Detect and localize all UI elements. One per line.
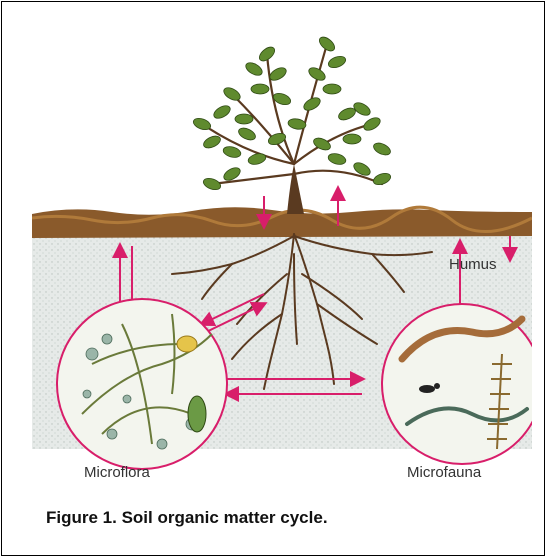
microfauna-circle bbox=[382, 304, 532, 464]
figure-caption: Figure 1. Soil organic matter cycle. bbox=[46, 508, 328, 528]
microflora-circle bbox=[57, 299, 227, 469]
soil-cycle-diagram bbox=[32, 14, 532, 479]
foliage bbox=[192, 34, 392, 191]
microflora-label: Microflora bbox=[84, 464, 150, 481]
humus-label: Humus bbox=[449, 256, 497, 273]
microfauna-label: Microfauna bbox=[407, 464, 481, 481]
